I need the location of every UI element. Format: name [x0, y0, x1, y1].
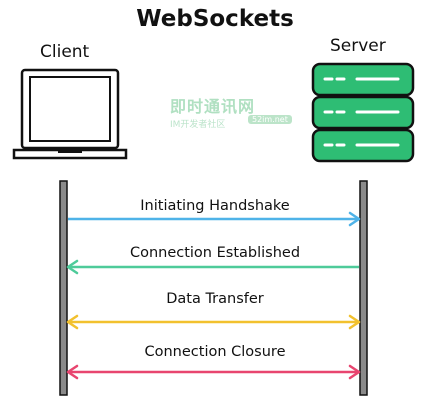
message-label-closure: Connection Closure: [144, 344, 286, 360]
message-arrow-2: [66, 314, 361, 330]
diagram-title: WebSockets: [136, 6, 294, 32]
client-lifeline: [59, 180, 68, 396]
watermark-subtext: IM开发者社区: [170, 120, 226, 130]
message-label-handshake: Initiating Handshake: [140, 198, 290, 214]
message-label-transfer: Data Transfer: [166, 291, 264, 307]
watermark-text: 即时通讯网: [170, 97, 256, 116]
server-lifeline: [359, 180, 368, 396]
server-label: Server: [330, 36, 386, 56]
message-label-established: Connection Established: [129, 245, 301, 261]
server-rack-icon: [311, 62, 415, 163]
message-arrow-3: [66, 364, 361, 380]
client-label: Client: [40, 42, 90, 62]
message-arrow-1: [66, 259, 359, 275]
message-arrow-0: [68, 211, 361, 227]
message-arrows: [66, 211, 361, 380]
watermark-badge: 52im.net: [248, 115, 292, 124]
laptop-icon: [12, 68, 128, 160]
